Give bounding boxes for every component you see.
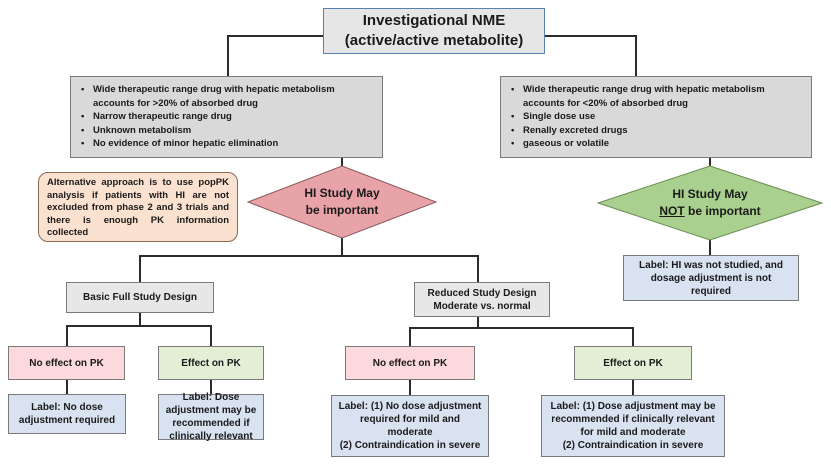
label-reduced-effect-box: Label: (1) Dose adjustment may be recomm…: [541, 395, 725, 457]
basic-design-text: Basic Full Study Design: [83, 292, 197, 303]
right-criteria-list: Wide therapeutic range drug with hepatic…: [505, 83, 803, 151]
label-not-studied-box: Label: HI was not studied, and dosage ad…: [623, 255, 799, 301]
right-criterion: Wide therapeutic range drug with hepatic…: [511, 83, 803, 110]
label-basic-no-effect-box: Label: No dose adjustment required: [8, 394, 126, 434]
reduced-study-design-box: Reduced Study Design Moderate vs. normal: [414, 282, 550, 317]
reduced-design-line2: Moderate vs. normal: [433, 300, 531, 312]
reduced-no-effect-text: No effect on PK: [372, 357, 448, 369]
decision-diamond-important: [246, 165, 438, 239]
decision-important-line1: HI Study May: [304, 186, 380, 200]
right-criterion: Renally excreted drugs: [511, 124, 803, 138]
left-criteria-box: Wide therapeutic range drug with hepatic…: [70, 76, 383, 158]
top-node-line1: Investigational NME: [362, 12, 506, 29]
decision-not-important-line2: be important: [684, 204, 761, 218]
left-criterion: No evidence of minor hepatic elimination: [81, 137, 374, 151]
decision-not-important-text: HI Study May NOT be important: [650, 186, 770, 220]
label-reduced-no-effect-box: Label: (1) No dose adjustment required f…: [331, 395, 489, 457]
left-criterion: Narrow therapeutic range drug: [81, 110, 374, 124]
right-criterion: gaseous or volatile: [511, 137, 803, 151]
basic-full-study-design-box: Basic Full Study Design: [66, 282, 214, 313]
basic-no-effect-box: No effect on PK: [8, 346, 125, 380]
decision-important-line2: be important: [305, 203, 379, 217]
label-reduced-no-effect-line1: Label: (1) No dose adjustment required f…: [338, 401, 482, 438]
alternative-approach-text: Alternative approach is to use popPK ana…: [47, 177, 229, 238]
right-criterion: Single dose use: [511, 110, 803, 124]
label-basic-effect-box: Label: Dose adjustment may be recommende…: [158, 392, 264, 442]
label-reduced-no-effect-line2: (2) Contraindication in severe: [339, 440, 481, 451]
top-node-line2: (active/active metabolite): [344, 32, 524, 49]
label-basic-effect-text: Label: Dose adjustment may be recommende…: [165, 392, 257, 442]
decision-not-important-line1: HI Study May: [672, 187, 748, 201]
right-criteria-box: Wide therapeutic range drug with hepatic…: [500, 76, 812, 158]
left-criterion: Wide therapeutic range drug with hepatic…: [81, 83, 374, 110]
basic-effect-box: Effect on PK: [158, 346, 264, 380]
label-not-studied-text: Label: HI was not studied, and dosage ad…: [639, 259, 783, 297]
label-reduced-effect-line1: Label: (1) Dose adjustment may be recomm…: [550, 401, 716, 438]
left-criteria-list: Wide therapeutic range drug with hepatic…: [75, 83, 374, 151]
reduced-no-effect-box: No effect on PK: [345, 346, 475, 380]
not-emphasis: NOT: [659, 204, 685, 218]
reduced-effect-box: Effect on PK: [574, 346, 692, 380]
reduced-design-line1: Reduced Study Design: [427, 287, 537, 299]
left-criterion: Unknown metabolism: [81, 124, 374, 138]
reduced-effect-text: Effect on PK: [603, 357, 663, 369]
label-reduced-effect-line2: (2) Contraindication in severe: [562, 440, 704, 451]
alternative-approach-note: Alternative approach is to use popPK ana…: [38, 172, 238, 242]
investigational-nme-box: Investigational NME (active/active metab…: [323, 8, 545, 54]
decision-important-text: HI Study May be important: [282, 185, 402, 219]
basic-effect-text: Effect on PK: [181, 357, 241, 369]
label-basic-no-effect-text: Label: No dose adjustment required: [18, 402, 116, 426]
decision-diamond-not-important: [596, 165, 824, 241]
basic-no-effect-text: No effect on PK: [29, 357, 104, 369]
